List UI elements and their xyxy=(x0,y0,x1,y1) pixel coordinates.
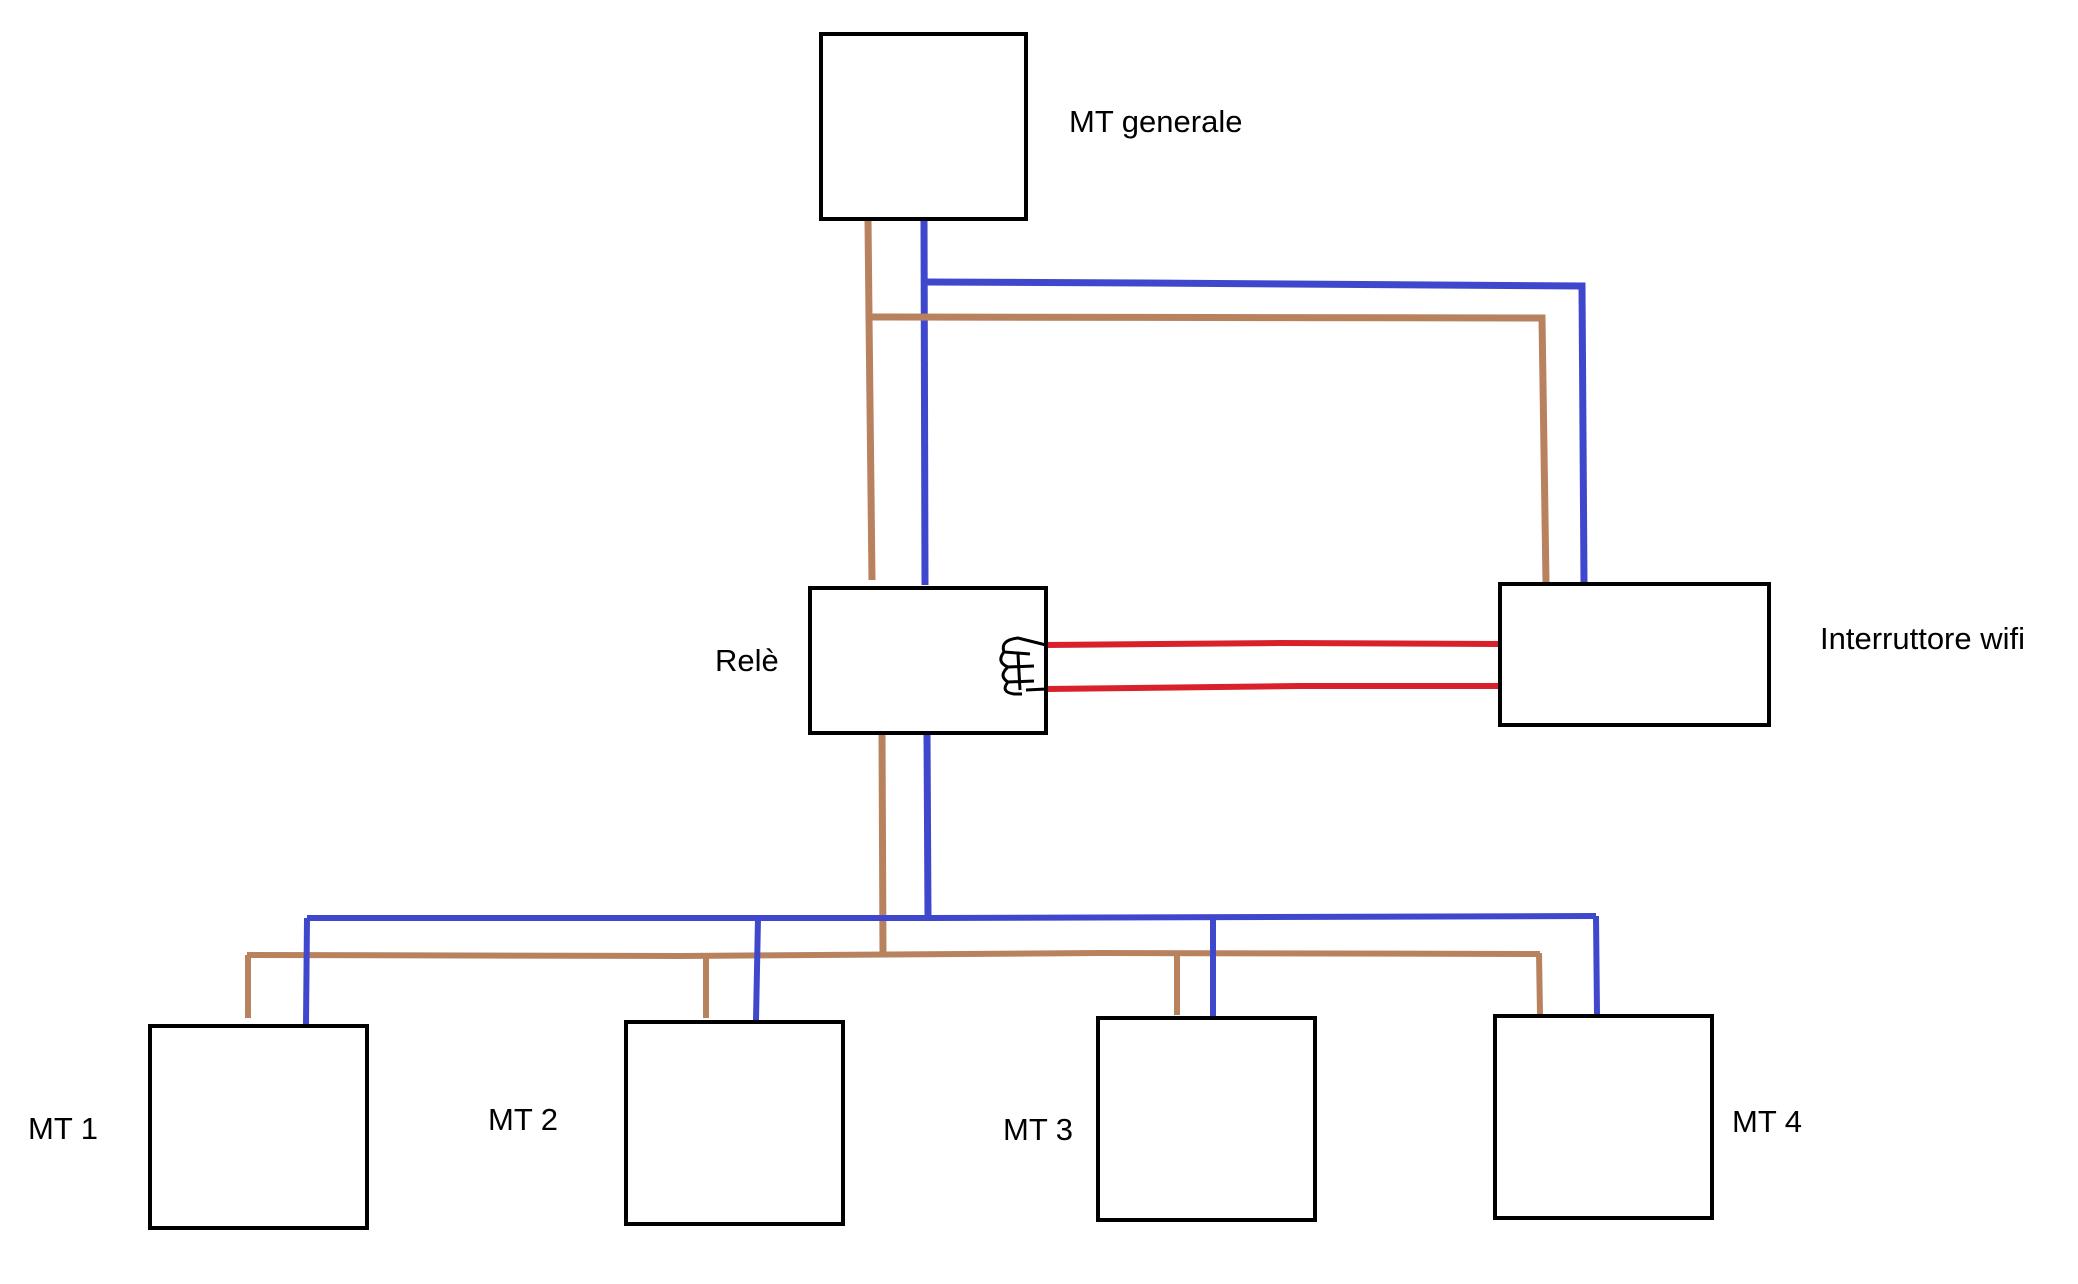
label-mt1: MT 1 xyxy=(28,1111,98,1146)
label-interruttore-wifi: Interruttore wifi xyxy=(1820,621,2025,656)
rele-box xyxy=(808,586,1048,735)
brown-bus xyxy=(246,949,1541,960)
blue-wire-generale-to-rele xyxy=(920,218,929,586)
brown-wire-to-interruttore xyxy=(868,313,1550,584)
label-mt2: MT 2 xyxy=(488,1102,558,1137)
wires-mt-generale xyxy=(864,218,1588,586)
label-mt3: MT 3 xyxy=(1003,1112,1073,1147)
red-wire-lower xyxy=(1045,683,1500,692)
brown-wire-generale-to-rele xyxy=(864,218,876,581)
label-mt-generale: MT generale xyxy=(1069,104,1242,139)
blue-wire-rele-trunk xyxy=(923,733,932,919)
blue-drop-mt4 xyxy=(1593,915,1600,1015)
mt2-box xyxy=(624,1020,845,1226)
wires-control xyxy=(1045,639,1501,692)
red-wire-upper xyxy=(1045,639,1501,648)
interruttore-wifi-box xyxy=(1498,582,1771,727)
mt-generale-box xyxy=(819,32,1028,221)
label-mt4: MT 4 xyxy=(1732,1104,1802,1139)
mt4-box xyxy=(1493,1014,1714,1220)
blue-bus xyxy=(307,913,1597,921)
label-rele: Relè xyxy=(715,643,779,678)
brown-drop-mt4 xyxy=(1536,952,1543,1015)
blue-drop-mt1 xyxy=(303,917,310,1025)
mt3-box xyxy=(1096,1016,1317,1222)
blue-wire-to-interruttore xyxy=(924,278,1588,584)
mt1-box xyxy=(148,1024,369,1230)
blue-drop-mt2 xyxy=(753,917,761,1021)
relay-coil-icon xyxy=(999,636,1047,696)
wires-distribution xyxy=(245,733,1600,1025)
